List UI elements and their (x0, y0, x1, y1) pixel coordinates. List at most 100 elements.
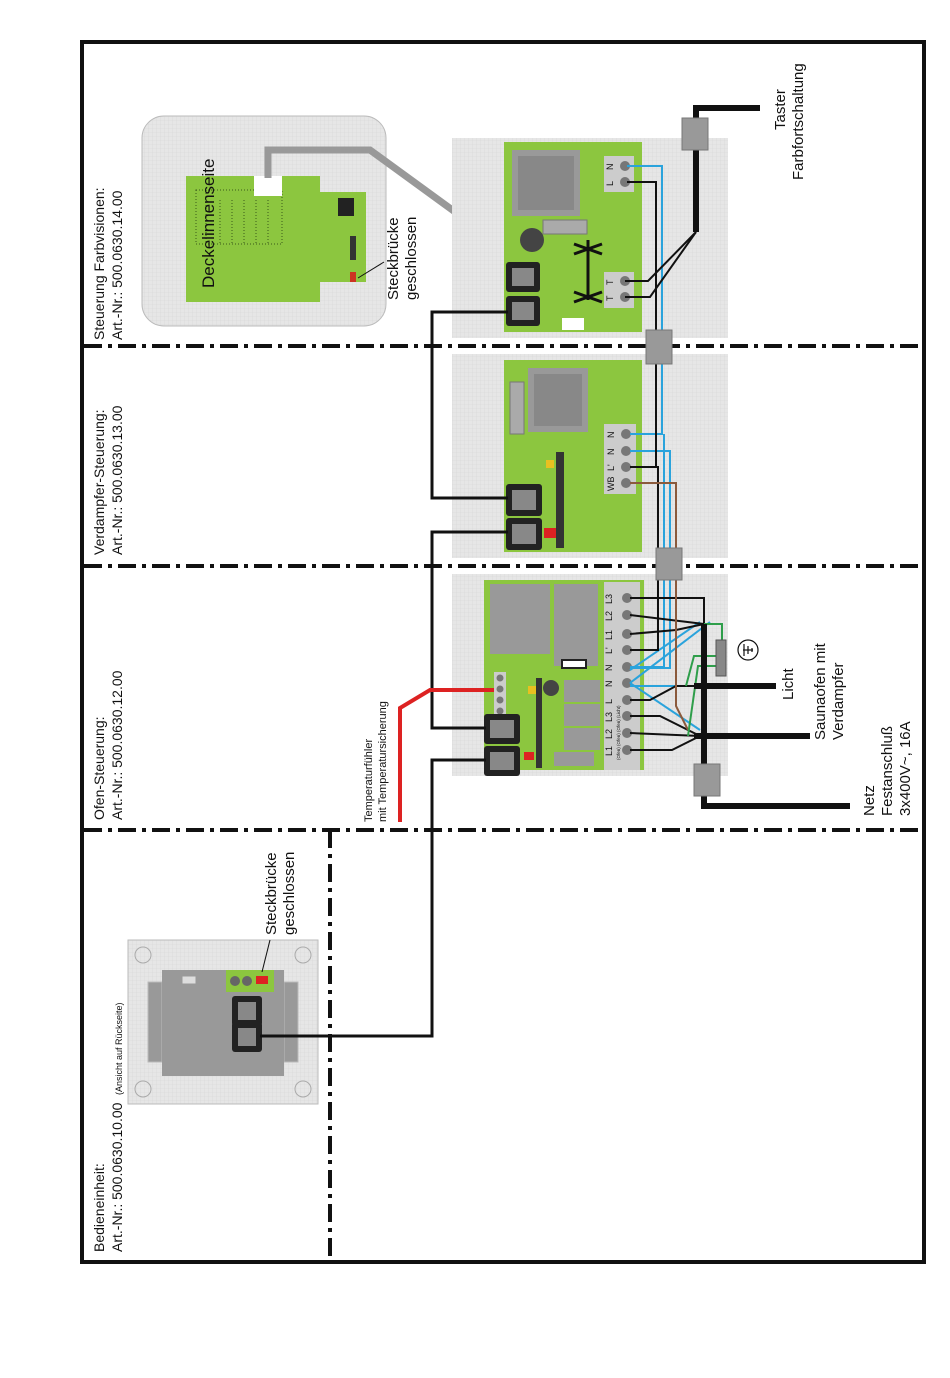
relay (564, 728, 600, 750)
terminal-block-TT (604, 272, 634, 308)
terminal-label: N (604, 665, 614, 672)
rj-jack (232, 1022, 262, 1052)
jumper-pointer (261, 939, 271, 973)
rj-jack (484, 746, 520, 776)
terminal-label: L3 (604, 712, 614, 722)
fuse (509, 381, 525, 435)
terminal-N (620, 161, 630, 171)
terminal-block-NL (604, 156, 634, 192)
data-cables (260, 310, 508, 1038)
cable-grommets (645, 117, 721, 797)
outer-frame (80, 40, 926, 1264)
control-panel-unit: Steckbrücke geschlossen (127, 852, 319, 1105)
article-number: Art.-Nr.: 500.0630.13.00 (109, 405, 125, 555)
terminal-label: L (604, 699, 614, 704)
section-title: Bedieneinheit: (91, 1163, 107, 1252)
led-matrix (195, 189, 283, 245)
netz-label: 3x400V~, 16A (897, 721, 914, 816)
lid-jumper (350, 272, 356, 282)
saunaofen-label: Saunaofen mit (812, 642, 829, 740)
section-title-ofen: Ofen-Steuerung: Art.-Nr.: 500.0630.12.00 (91, 670, 125, 820)
temperature-sensor-cable (398, 688, 494, 822)
header-strip (556, 452, 564, 548)
terminal-label: L1 (604, 746, 614, 756)
farbvisionen-unit: N L T T (452, 138, 728, 338)
terminal-block (604, 582, 640, 770)
cable-verd-ofen (430, 530, 508, 730)
terminal-label: L2 (604, 729, 614, 739)
section-title-farbvisionen: Steuerung Farbvisionen: Art.-Nr.: 500.06… (91, 187, 125, 340)
section-title-bedieneinheit: Bedieneinheit: Art.-Nr.: 500.0630.10.00 … (91, 1002, 125, 1252)
external-cables (693, 105, 850, 809)
section-title: Verdampfer-Steuerung: (91, 409, 107, 555)
terminal-label: L3 (604, 594, 614, 604)
capacitor (520, 228, 544, 252)
terminal-label: L2 (604, 611, 614, 621)
section-title-verdampfer: Verdampfer-Steuerung: Art.-Nr.: 500.0630… (91, 405, 125, 555)
terminal-label: L1 (604, 630, 614, 640)
cable-ofen-bedien (260, 758, 486, 1038)
terminal-label: N (606, 449, 616, 456)
relay-main (554, 584, 598, 666)
jumper-label: Steckbrücke (263, 852, 280, 935)
taster-label: Farbfortschaltung (790, 63, 807, 180)
article-number: Art.-Nr.: 500.0630.14.00 (109, 190, 125, 340)
control-jumper (256, 976, 268, 984)
rj-jack (232, 996, 262, 1026)
verdampfer-unit: N N L' WB (452, 354, 728, 558)
taster-cable (693, 105, 760, 232)
temperature-sensor-label: mit Temperatursicherung (377, 701, 389, 822)
article-number: Art.-Nr.: 500.0630.12.00 (109, 670, 125, 820)
transformer (490, 584, 550, 654)
jumper-label: geschlossen (403, 217, 420, 300)
rj-jack (506, 262, 540, 292)
earth-icon (737, 639, 759, 661)
ofen-terminals (622, 593, 632, 755)
netz-label: Netz (861, 785, 878, 816)
capacitor (543, 680, 559, 696)
terminal-label: N (605, 164, 615, 171)
terminal-label: L' (604, 647, 614, 654)
cable-farb-verd (430, 310, 508, 500)
rj-jack (506, 484, 542, 516)
jumper-label: Steckbrücke (385, 217, 402, 300)
taster-label: Taster (772, 89, 789, 130)
rj-jack (506, 518, 542, 550)
relay (564, 704, 600, 726)
netz-label: Festanschluß (879, 726, 896, 816)
article-number: Art.-Nr.: 500.0630.10.00 (109, 1102, 125, 1252)
terminal-label: N (604, 681, 614, 688)
terminal-label: WB (606, 477, 616, 492)
relay-symbol (573, 240, 603, 304)
terminal-sublabel: (Ofen) (Ofen) (Ofen) (Licht) (616, 705, 621, 760)
lid-inner-side: Deckelinnenseite Steckbrücke geschlossen (141, 115, 420, 327)
section-title: Ofen-Steuerung: (91, 716, 107, 820)
header-strip (536, 678, 542, 768)
lid-connector (254, 176, 282, 196)
terminal-label: L' (606, 464, 616, 471)
earth-terminal (715, 639, 727, 677)
terminal-L (620, 177, 630, 187)
lid-chip (338, 198, 354, 216)
jumper-label: geschlossen (281, 852, 298, 935)
terminal-label: T (605, 279, 615, 285)
saunaofen-label: Verdampfer (830, 662, 847, 740)
rj-jack (484, 714, 520, 744)
fuse (542, 219, 588, 235)
terminal-label: L (605, 181, 615, 186)
terminal-label: N (606, 432, 616, 439)
ofen-unit: L3 L2 L1 L' N N L L3 L2 L1 (Ofen) (Ofen)… (452, 574, 728, 776)
licht-label: Licht (780, 667, 797, 700)
section-title: Steuerung Farbvisionen: (91, 187, 107, 340)
terminal-label: T (605, 295, 615, 301)
lid-pcb-main (186, 176, 320, 302)
lid-header (350, 236, 356, 260)
jumper-pointer (357, 261, 385, 279)
sensor-terminal (494, 672, 506, 716)
relay (564, 680, 600, 702)
temperature-sensor-label: Temperaturfühler (363, 739, 375, 822)
view-note: (Ansicht auf Rückseite) (114, 1002, 124, 1095)
lid-label: Deckelinnenseite (199, 159, 218, 288)
section-dividers (84, 344, 922, 1260)
